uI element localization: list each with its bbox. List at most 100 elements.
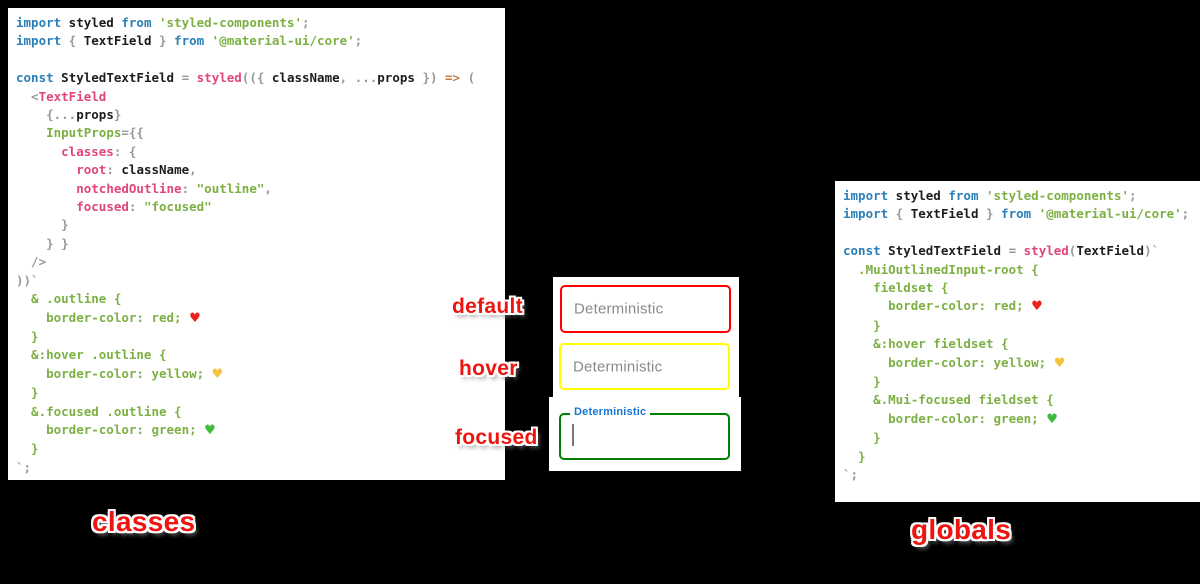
code-line: /> xyxy=(16,253,505,271)
code-token xyxy=(16,125,46,140)
code-token: } xyxy=(113,107,122,123)
code-token: = xyxy=(181,70,197,86)
code-token: } xyxy=(16,441,39,457)
code-line: fieldset { xyxy=(843,279,1200,297)
code-token: styled xyxy=(888,188,949,203)
code-token: "outline" xyxy=(196,180,265,196)
code-token: from xyxy=(1001,206,1032,222)
code-token: } xyxy=(151,33,175,49)
code-token: border-color: red; xyxy=(843,298,1032,314)
code-line: & .outline { xyxy=(16,290,505,308)
code-line: root: className, xyxy=(16,161,505,179)
code-line: InputProps={{ xyxy=(16,124,505,142)
code-token: ; xyxy=(302,15,310,30)
textfield-default[interactable]: Deterministic xyxy=(560,285,731,333)
yellow-heart-icon: ♥ xyxy=(1053,355,1066,371)
code-token: } xyxy=(978,206,1002,222)
code-token: border-color: yellow; xyxy=(843,354,1054,370)
code-token: import xyxy=(843,206,889,222)
code-token: .MuiOutlinedInput-root { xyxy=(843,261,1039,277)
code-line: notchedOutline: "outline", xyxy=(16,180,505,198)
code-token: border-color: green; xyxy=(843,410,1047,426)
code-token: (({ xyxy=(241,70,272,86)
code-token: { xyxy=(61,33,84,49)
code-line: border-color: green; ♥ xyxy=(843,410,1200,429)
code-token: } xyxy=(843,374,881,390)
code-line: ))` xyxy=(16,272,505,290)
green-heart-icon: ♥ xyxy=(204,422,216,438)
code-line: border-color: yellow; ♥ xyxy=(16,365,505,384)
code-token: styled xyxy=(61,15,122,30)
annotation-globals: globals xyxy=(911,514,1012,545)
code-token: ( xyxy=(1068,243,1077,259)
green-heart-icon: ♥ xyxy=(1046,411,1058,427)
code-token: : { xyxy=(113,143,137,159)
code-token: } xyxy=(16,385,39,401)
annotation-classes: classes xyxy=(92,506,196,537)
code-token: {... xyxy=(16,107,77,123)
textfield-placeholder: Deterministic xyxy=(574,300,664,318)
code-token: ( xyxy=(460,70,476,86)
demo-panel-top: Deterministic Deterministic xyxy=(553,277,739,397)
code-line: .MuiOutlinedInput-root { xyxy=(843,261,1200,279)
code-token: TextField xyxy=(38,88,107,104)
code-token xyxy=(16,162,76,177)
code-token: }) xyxy=(414,70,446,86)
code-token: { xyxy=(888,206,911,222)
code-token: import xyxy=(16,15,62,30)
textfield-hover[interactable]: Deterministic xyxy=(559,343,730,390)
code-token: props xyxy=(76,107,114,123)
code-token: &:hover fieldset { xyxy=(843,336,1009,352)
code-line: border-color: red; ♥ xyxy=(843,297,1200,316)
code-token: styled xyxy=(1023,243,1069,259)
code-token: TextField xyxy=(1076,243,1145,259)
code-token xyxy=(16,144,61,159)
textfield-focused[interactable]: Deterministic xyxy=(559,406,730,460)
code-token: "focused" xyxy=(143,199,212,215)
code-token: notchedOutline xyxy=(76,180,182,196)
code-token: & .outline { xyxy=(16,291,122,307)
code-token: /> xyxy=(16,254,47,270)
code-line: `; xyxy=(16,459,505,477)
code-line: import { TextField } from '@material-ui/… xyxy=(843,205,1200,223)
code-token: ; xyxy=(354,33,363,49)
annotation-focused: focused xyxy=(455,426,538,449)
code-token: } xyxy=(16,328,39,344)
code-token: TextField xyxy=(910,206,979,222)
code-token: '@material-ui/core' xyxy=(1031,206,1182,222)
code-token xyxy=(16,199,76,214)
code-line: } } xyxy=(16,235,505,253)
code-token: StyledTextField xyxy=(880,243,1009,259)
code-token: &:hover .outline { xyxy=(16,347,167,363)
code-token: )` xyxy=(1144,243,1160,259)
code-line: import styled from 'styled-components'; xyxy=(16,14,505,32)
code-line: &.focused .outline { xyxy=(16,403,505,421)
code-token: from xyxy=(121,15,152,30)
classes-code-panel: import styled from 'styled-components';i… xyxy=(8,8,505,480)
textfield-floating-label: Deterministic xyxy=(570,406,651,418)
annotation-hover: hover xyxy=(459,357,518,380)
code-token: &.Mui-focused fieldset { xyxy=(843,392,1054,408)
code-line: &.Mui-focused fieldset { xyxy=(843,391,1200,409)
code-token: import xyxy=(16,33,62,49)
code-line: } xyxy=(843,429,1200,447)
code-line: } xyxy=(843,448,1200,466)
code-line: focused: "focused" xyxy=(16,198,505,216)
code-token: : xyxy=(181,180,197,196)
code-token: StyledTextField xyxy=(53,70,182,86)
code-token: : xyxy=(128,199,144,215)
code-token: : xyxy=(106,162,122,178)
code-token: 'styled-components' xyxy=(978,188,1129,203)
code-token: &.focused .outline { xyxy=(16,403,182,419)
code-token: from xyxy=(948,188,979,203)
code-line: <TextField xyxy=(16,88,505,106)
code-line: border-color: red; ♥ xyxy=(16,309,505,328)
code-line: {...props} xyxy=(16,106,505,124)
code-token: , xyxy=(189,162,197,178)
code-line: } xyxy=(843,317,1200,335)
code-token: border-color: red; xyxy=(16,309,190,325)
code-token: const xyxy=(16,70,54,86)
code-token: `; xyxy=(843,467,859,483)
code-token: focused xyxy=(76,199,129,215)
